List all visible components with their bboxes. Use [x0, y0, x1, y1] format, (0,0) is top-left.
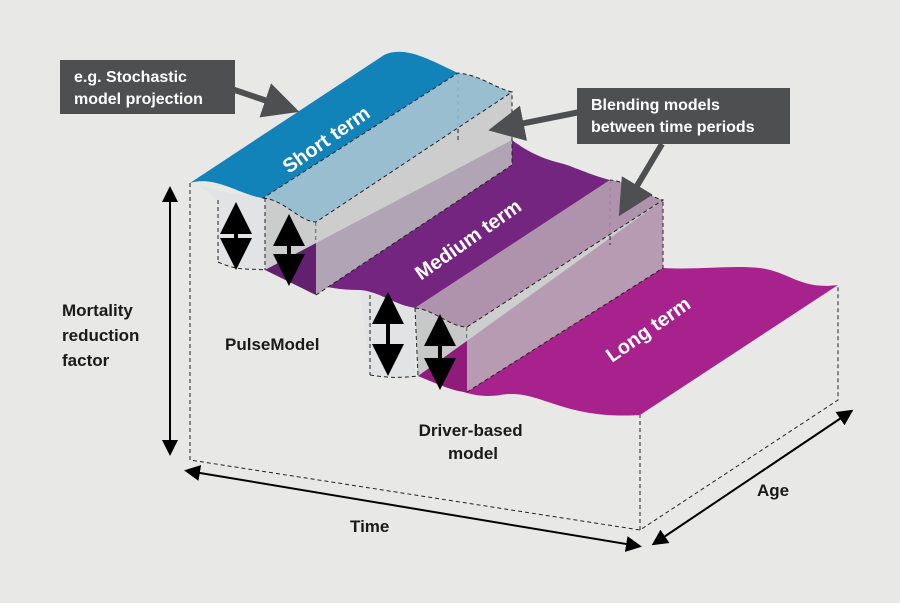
time-axis-arrow	[184, 465, 642, 552]
short-term-surface	[190, 51, 458, 198]
driver-based-model-label: Driver-based model	[419, 421, 528, 463]
age-axis-label: Age	[757, 481, 789, 500]
medium-term-blend-zone	[415, 180, 663, 327]
mortality-axis-label: Mortality reduction factor	[62, 301, 144, 370]
pulse-model-label: PulseModel	[225, 335, 319, 354]
time-axis-label: Time	[350, 517, 389, 536]
age-axis-arrow	[651, 409, 854, 546]
short-term-blend-zone	[263, 73, 512, 222]
long-term-surface	[418, 267, 838, 416]
step-height-arrows	[220, 202, 456, 390]
medium-blend-back-wall	[467, 200, 663, 392]
short-term-wall	[190, 183, 265, 270]
short-blend-back-wall	[316, 92, 512, 295]
